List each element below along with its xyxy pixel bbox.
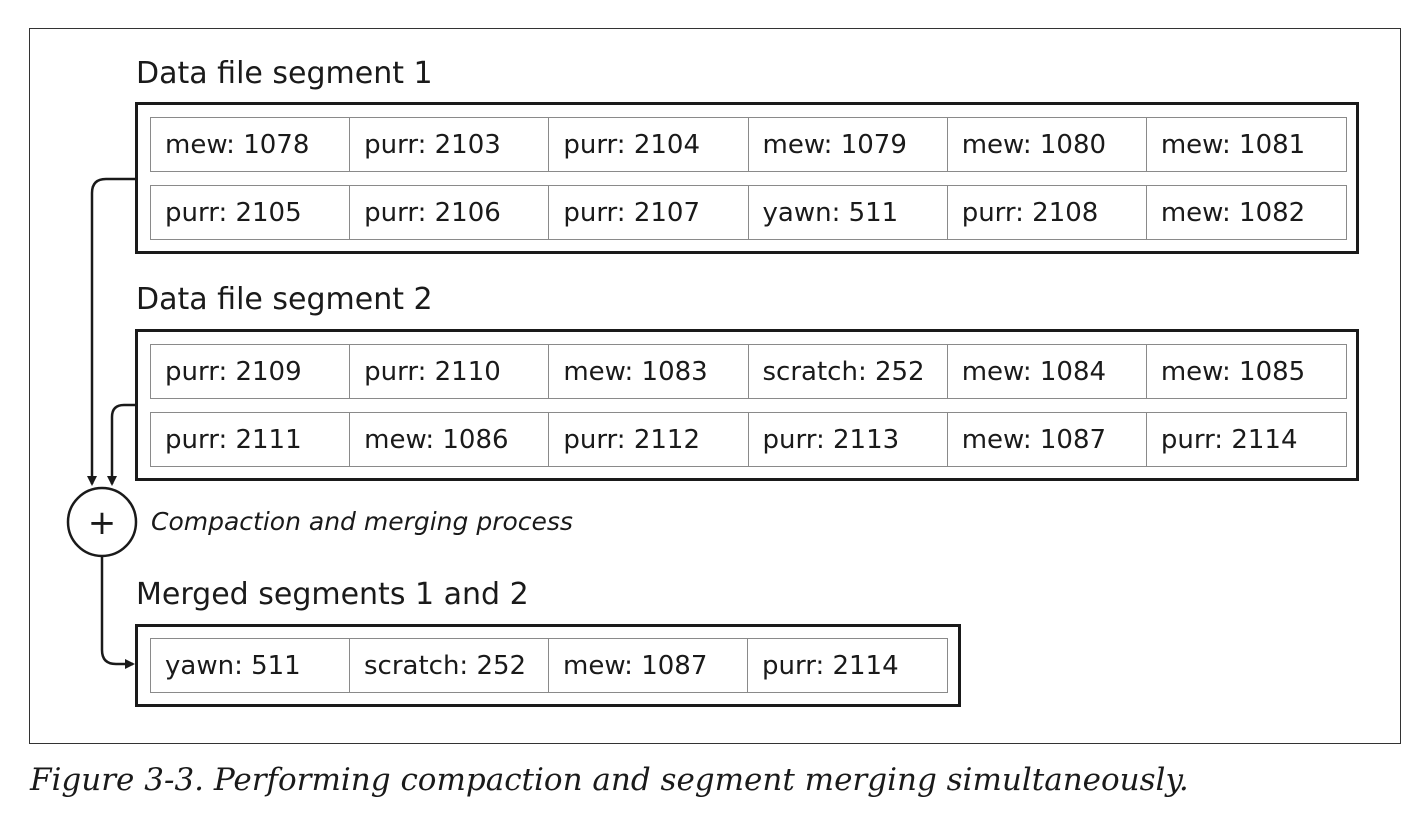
record-cell: yawn: 511 [749,186,948,239]
process-label: Compaction and merging process [151,507,573,536]
record-cell: purr: 2111 [151,413,351,466]
record-cell: mew: 1087 [549,639,748,692]
record-cell: purr: 2114 [762,650,899,681]
record-cell: yawn: 511 [151,639,350,692]
record-cell: purr: 2113 [749,413,948,466]
record-cell: purr: 2106 [350,186,550,239]
record-cell: purr: 2105 [151,186,351,239]
record-cell: purr: 2103 [350,118,550,171]
record-cell: mew: 1084 [948,345,1147,398]
record-cell: purr: 2110 [350,345,550,398]
segment-2-box: purr: 2109 purr: 2110 mew: 1083 scratch:… [135,329,1359,481]
record-cell: scratch: 252 [350,639,549,692]
segment-2-row-2: purr: 2111 mew: 1086 purr: 2112 purr: 21… [150,412,1347,467]
segment-1-connector [87,177,135,486]
record-cell: purr: 2104 [549,118,749,171]
segment-2-connector [107,403,135,486]
record-cell: mew: 1081 [1160,129,1306,160]
merged-box: yawn: 511 scratch: 252 mew: 1087 purr: 2… [135,624,961,707]
record-cell: purr: 2107 [549,186,749,239]
segment-1-box: mew: 1078 purr: 2103 purr: 2104 mew: 107… [135,102,1359,254]
merged-title: Merged segments 1 and 2 [136,577,529,612]
record-cell: mew: 1082 [1160,197,1306,228]
plus-icon: + [88,503,117,543]
record-cell: mew: 1085 [1160,356,1306,387]
segment-2-row-1: purr: 2109 purr: 2110 mew: 1083 scratch:… [150,344,1347,399]
segment-2-title: Data file segment 2 [136,282,433,317]
segment-1-row-2: purr: 2105 purr: 2106 purr: 2107 yawn: 5… [150,185,1347,240]
figure-caption: Figure 3-3. Performing compaction and se… [30,762,1189,798]
record-cell: purr: 2109 [151,345,351,398]
record-cell: mew: 1080 [948,118,1147,171]
record-cell: purr: 2112 [549,413,749,466]
figure-frame [29,28,1401,744]
record-cell: mew: 1087 [948,413,1147,466]
segment-1-row-1: mew: 1078 purr: 2103 purr: 2104 mew: 107… [150,117,1347,172]
segment-1-title: Data file segment 1 [136,56,433,91]
record-cell: mew: 1083 [549,345,749,398]
record-cell: purr: 2108 [948,186,1147,239]
record-cell: scratch: 252 [749,345,948,398]
record-cell: mew: 1086 [350,413,550,466]
merged-connector [100,556,135,669]
record-cell: purr: 2114 [1160,424,1298,455]
record-cell: mew: 1079 [749,118,948,171]
record-cell: mew: 1078 [151,118,351,171]
merged-row: yawn: 511 scratch: 252 mew: 1087 purr: 2… [150,638,948,693]
